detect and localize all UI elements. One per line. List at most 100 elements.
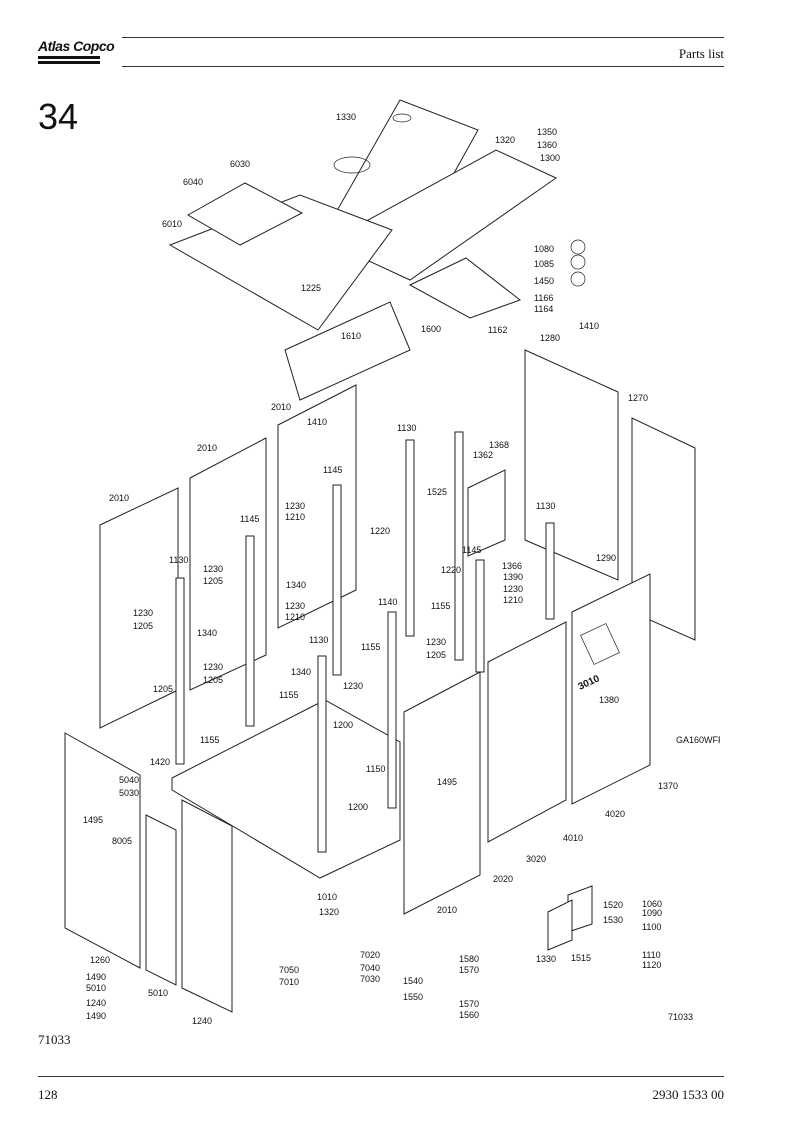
part-callout: 7030 <box>360 974 380 984</box>
part-callout: 2010 <box>197 443 217 453</box>
part-callout: 1490 <box>86 972 106 982</box>
part-callout: 4020 <box>605 809 625 819</box>
panel-1600 <box>284 301 411 401</box>
post-1145-b <box>332 484 342 676</box>
part-callout: 1580 <box>459 954 479 964</box>
part-callout: 1140 <box>378 597 397 607</box>
post-1130-d <box>545 522 555 620</box>
part-callout: 1225 <box>301 283 321 293</box>
part-callout: 1340 <box>291 667 311 677</box>
part-callout: 1410 <box>579 321 599 331</box>
part-callout: GA160WFF <box>676 735 720 745</box>
page-title: Parts list <box>678 46 724 61</box>
part-shape <box>570 239 586 255</box>
figure-id-inner: 71033 <box>668 1012 694 1022</box>
part-callout: 1220 <box>370 526 390 536</box>
part-callout: 1320 <box>319 907 339 917</box>
part-callout: 1240 <box>86 998 106 1008</box>
part-callout: 1230 <box>203 662 223 672</box>
post-1525 <box>454 431 464 661</box>
part-callout: 1340 <box>286 580 306 590</box>
header-rule-top <box>122 37 724 38</box>
part-callout: 3020 <box>526 854 546 864</box>
part-callout: 1525 <box>427 487 447 497</box>
part-callout: 1230 <box>133 608 153 618</box>
part-callout: 1120 <box>642 960 661 970</box>
page-number: 128 <box>38 1087 58 1102</box>
part-callout: 1130 <box>309 635 328 645</box>
post-1145-c <box>475 559 485 673</box>
post-1130-c <box>405 439 415 637</box>
part-callout: 1205 <box>153 684 173 694</box>
part-shape <box>570 271 586 287</box>
part-callout: 1230 <box>503 584 523 594</box>
part-callout: 6030 <box>230 159 250 169</box>
part-callout: 1130 <box>169 555 188 565</box>
part-callout: 1450 <box>534 276 554 286</box>
part-callout: 1560 <box>459 1010 479 1020</box>
part-callout: 1610 <box>341 331 361 341</box>
exploded-parts-diagram: 3010 1330 1320 1350 1360 1300 6030 6040 … <box>64 99 720 1026</box>
front-panel-1240 <box>181 799 233 1013</box>
part-callout: 6040 <box>183 177 203 187</box>
part-callout: 1164 <box>534 304 553 314</box>
part-callout: 1155 <box>200 735 219 745</box>
part-callout: 1155 <box>279 690 298 700</box>
part-callout: 1515 <box>571 953 591 963</box>
part-callout: 1495 <box>437 777 457 787</box>
brand-logo-bars <box>38 56 100 66</box>
front-panel-5010 <box>145 814 177 986</box>
part-shape <box>392 113 412 123</box>
part-callout: 1162 <box>488 325 507 335</box>
panel-1366 <box>467 469 506 557</box>
front-panel-3010 <box>487 621 567 843</box>
part-callout: 2010 <box>437 905 457 915</box>
brand-logo: Atlas Copco <box>38 38 115 54</box>
part-callout: 8005 <box>112 836 132 846</box>
part-callout: 1420 <box>150 757 170 767</box>
part-callout: 1530 <box>603 915 623 925</box>
part-callout: 1080 <box>534 244 554 254</box>
part-callout: 1600 <box>421 324 441 334</box>
figure-caption-id: 71033 <box>38 1032 71 1047</box>
part-callout: 1155 <box>431 601 450 611</box>
post-1130-b <box>317 655 327 853</box>
part-callout: 1495 <box>83 815 103 825</box>
part-callout: 1230 <box>343 681 363 691</box>
part-callout: 1360 <box>537 140 557 150</box>
part-callout: 1200 <box>348 802 368 812</box>
part-callout: 1150 <box>366 764 385 774</box>
part-callout: 7040 <box>360 963 380 973</box>
part-callout: 1520 <box>603 900 623 910</box>
part-callout: 5010 <box>86 983 106 993</box>
part-callout: 1085 <box>534 259 554 269</box>
part-callout: 4010 <box>563 833 583 843</box>
part-callout: 1205 <box>203 576 223 586</box>
part-callout: 1220 <box>441 565 461 575</box>
part-callout: 1130 <box>397 423 416 433</box>
part-callout: 6010 <box>162 219 182 229</box>
part-callout: 1166 <box>534 293 553 303</box>
part-callout: 5040 <box>119 775 139 785</box>
part-callout: 5030 <box>119 788 139 798</box>
part-callout: 1350 <box>537 127 557 137</box>
footer-rule <box>38 1076 724 1077</box>
part-callout: 1205 <box>133 621 153 631</box>
part-callout: 1210 <box>285 612 305 622</box>
part-callout: 1330 <box>336 112 356 122</box>
part-callout: 1362 <box>473 450 493 460</box>
part-callout: 1100 <box>642 922 661 932</box>
part-callout: 2010 <box>271 402 291 412</box>
part-callout: 1290 <box>596 553 616 563</box>
part-callout: 1130 <box>536 501 555 511</box>
grille-6030 <box>186 182 304 246</box>
part-callout: 1205 <box>426 650 446 660</box>
part-callout: 1340 <box>197 628 217 638</box>
part-callout: 1280 <box>540 333 560 343</box>
part-callout: 1210 <box>285 512 305 522</box>
part-callout: 2020 <box>493 874 513 884</box>
part-callout: 1260 <box>90 955 110 965</box>
part-callout: 1550 <box>403 992 423 1002</box>
part-callout: 1200 <box>333 720 353 730</box>
part-callout: 1205 <box>203 675 223 685</box>
